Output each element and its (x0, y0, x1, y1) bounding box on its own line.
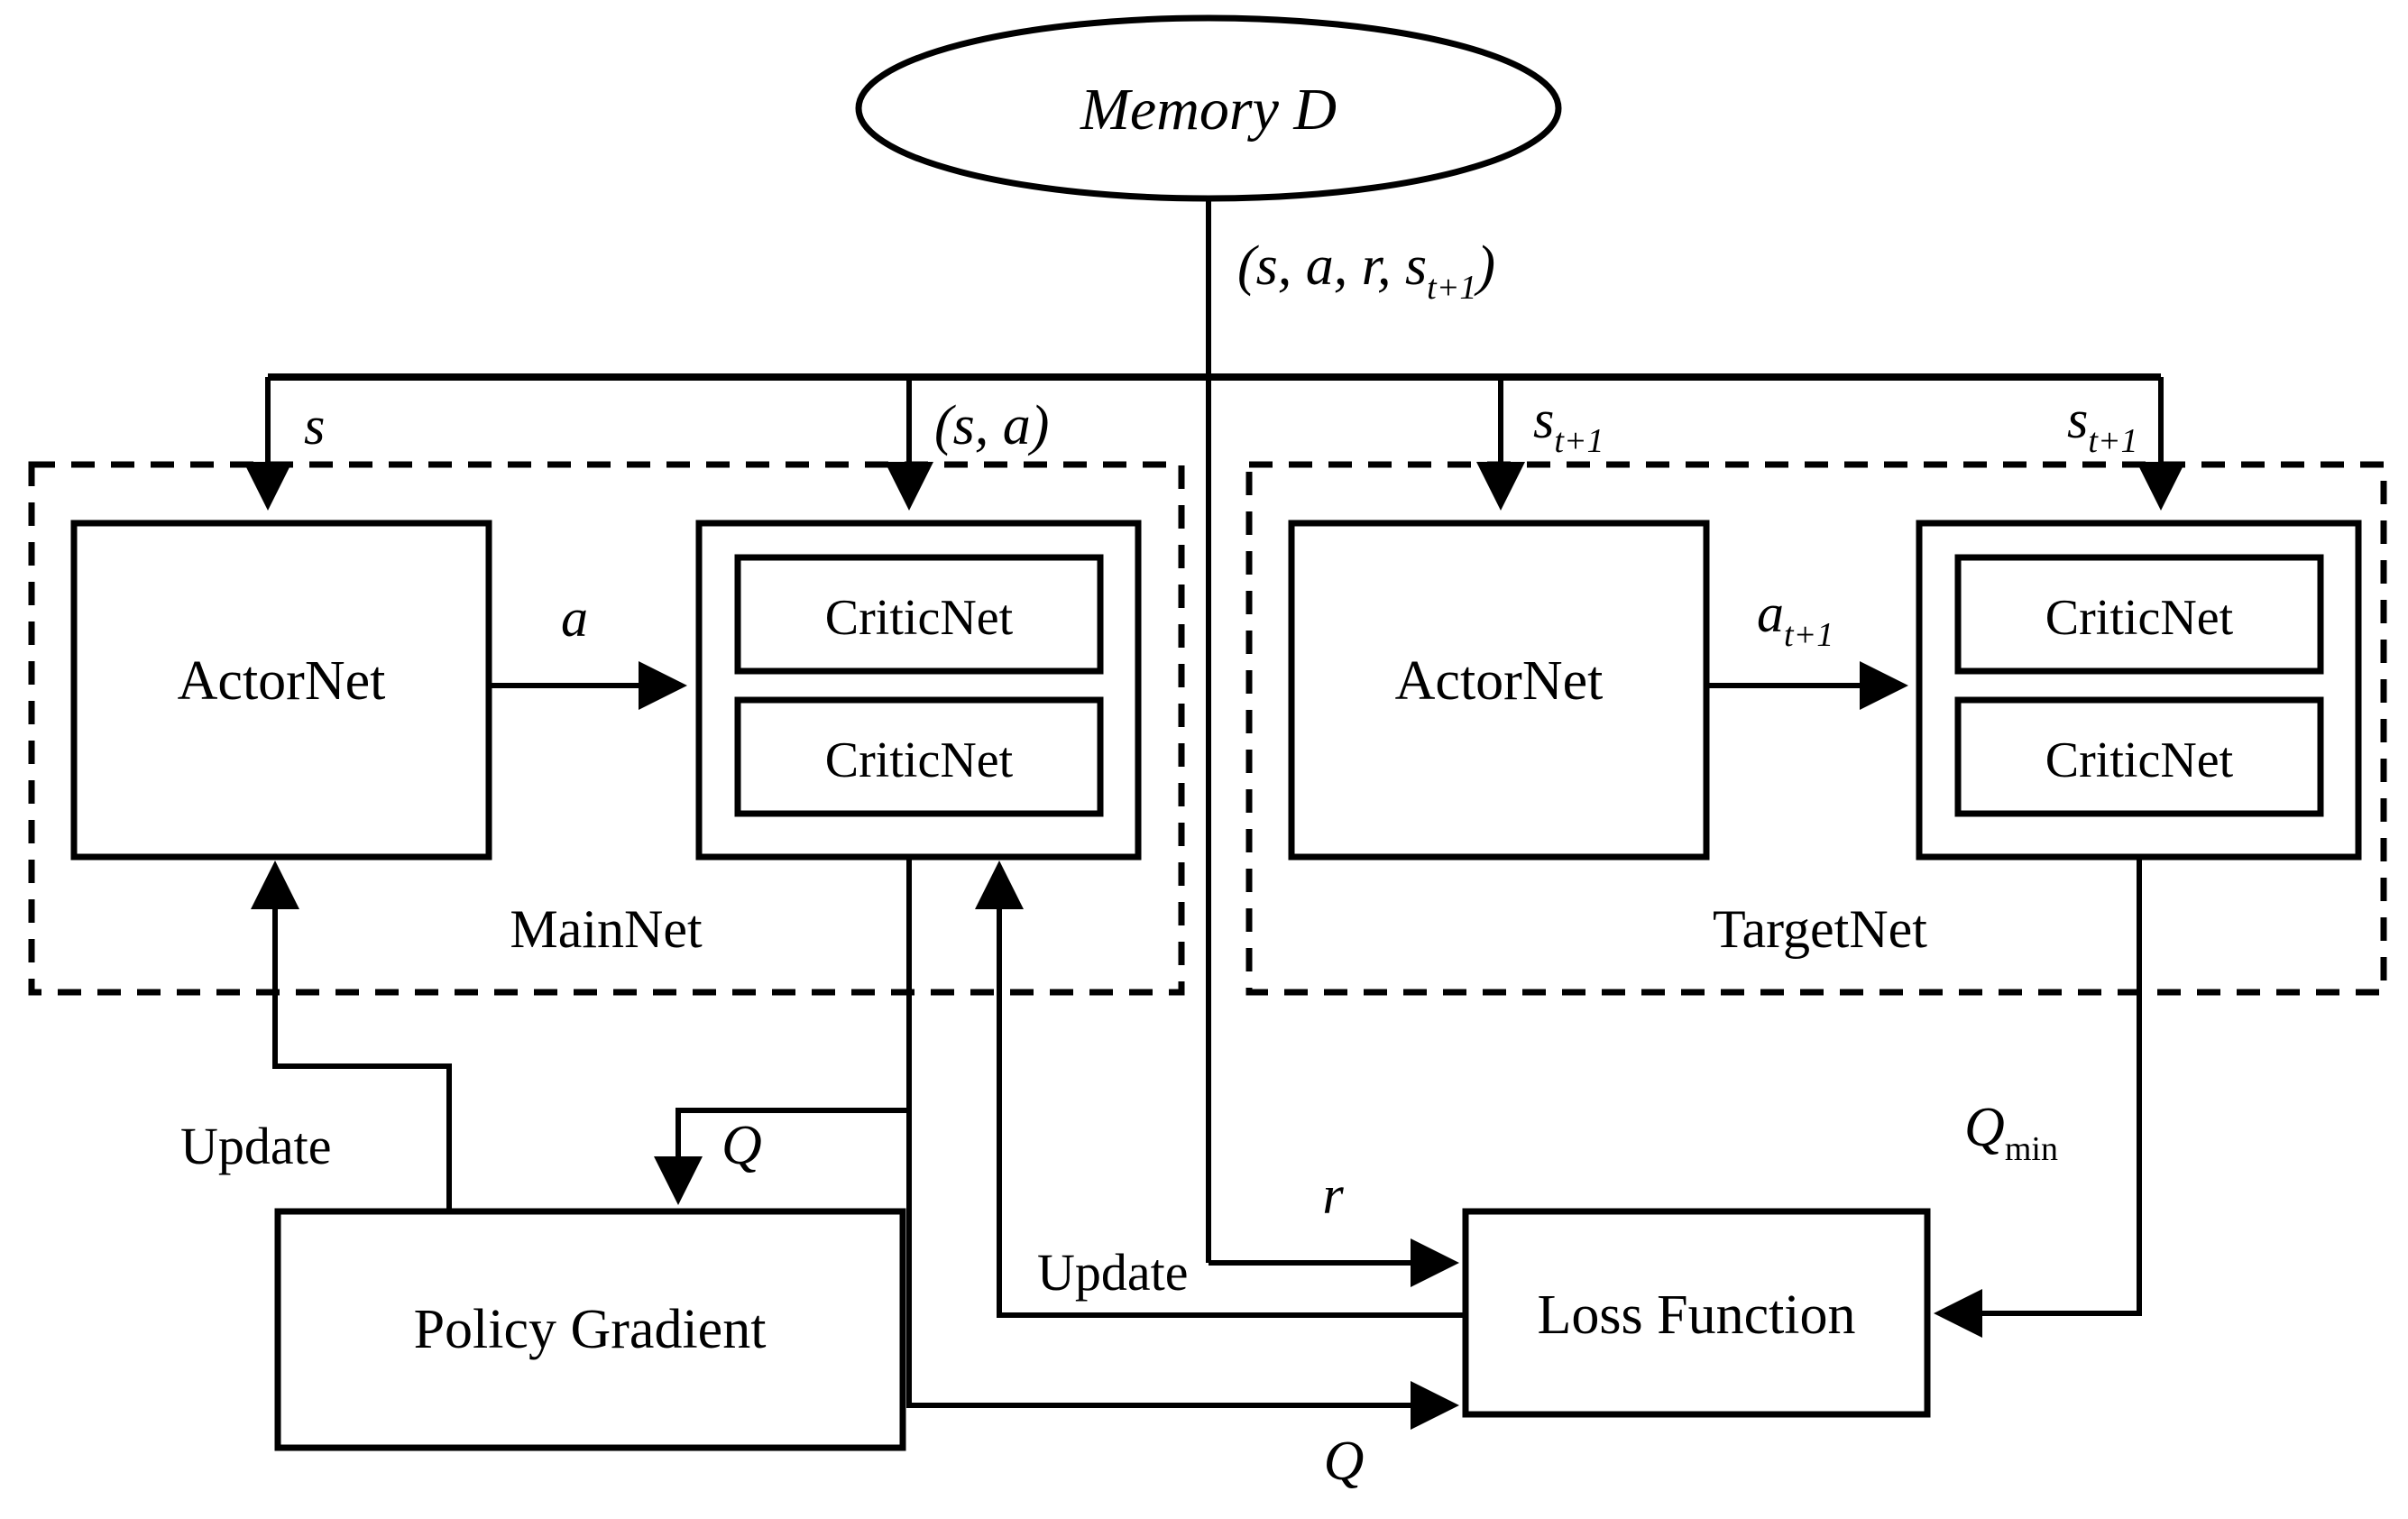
block-target-criticnet-2-label: CriticNet (2045, 732, 2234, 788)
q-policy-label: Q (721, 1115, 762, 1176)
q-to-loss-line (906, 1110, 1459, 1430)
state-action-label: (s, a) (934, 395, 1049, 456)
block-main-actornet-label: ActorNet (178, 650, 386, 712)
block-policy-gradient-label: Policy Gradient (414, 1299, 767, 1360)
next-state-left-label: st+1 (1533, 390, 1604, 460)
action-target-label: at+1 (1757, 584, 1834, 654)
memory-node-label: Memory D (1080, 77, 1337, 143)
q-to-policy-gradient-line (654, 857, 912, 1205)
update-critic-line (975, 861, 1466, 1318)
group-mainnet (28, 461, 1185, 996)
block-loss-function-label: Loss Function (1537, 1284, 1855, 1346)
block-main-criticnet-1-label: CriticNet (825, 590, 1014, 646)
update-critic-label: Update (1037, 1243, 1189, 1302)
block-target-actornet-label: ActorNet (1395, 650, 1604, 712)
update-actor-line (251, 861, 452, 1211)
block-target-criticnet-1-label: CriticNet (2045, 590, 2234, 646)
block-main-criticnet-2-label: CriticNet (825, 732, 1014, 788)
group-mainnet-label: MainNet (510, 899, 703, 959)
block-target-criticnet-2[interactable] (1954, 696, 2324, 817)
reward-label: r (1322, 1165, 1344, 1225)
group-targetnet (1245, 461, 2387, 996)
q-min-line (1934, 857, 2142, 1338)
memory-node[interactable] (855, 14, 1562, 202)
block-loss-function[interactable] (1462, 1208, 1931, 1418)
block-main-actornet[interactable] (70, 520, 492, 861)
q-min-label: Qmin (1964, 1097, 2058, 1168)
next-state-right-label: st+1 (2067, 390, 2138, 460)
update-actor-label: Update (180, 1117, 332, 1175)
q-loss-label: Q (1324, 1431, 1365, 1492)
state-label: s (304, 396, 325, 456)
block-main-criticnet-2[interactable] (734, 696, 1104, 817)
action-main-label: a (561, 588, 588, 648)
block-main-criticnet-1[interactable] (734, 554, 1104, 675)
group-targetnet-label: TargetNet (1713, 899, 1927, 959)
block-target-actornet[interactable] (1288, 520, 1710, 861)
block-policy-gradient[interactable] (274, 1208, 906, 1451)
transition-tuple-label: (s, a, r, st+1) (1237, 235, 1495, 307)
block-target-criticnet-1[interactable] (1954, 554, 2324, 675)
